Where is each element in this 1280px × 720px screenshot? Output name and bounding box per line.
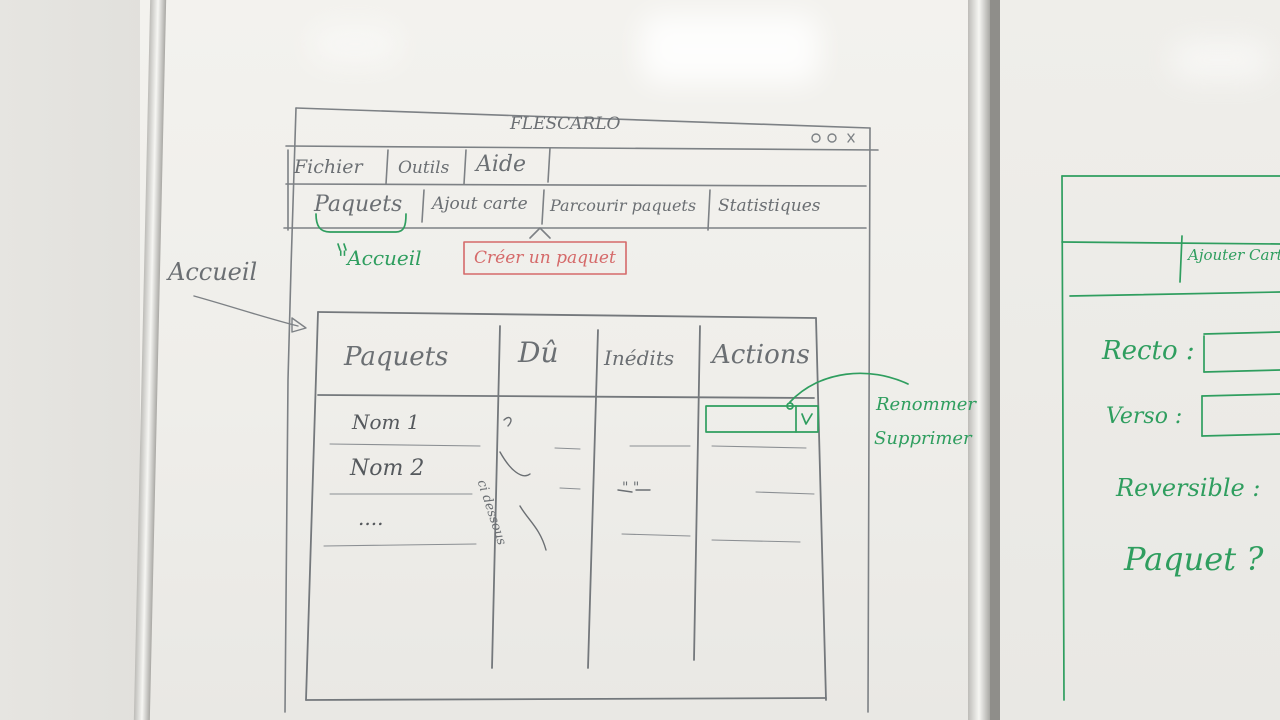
- actions-note-rename: Renommer: [876, 394, 977, 415]
- board-frame-gap: [990, 0, 1000, 720]
- table-row-nom-2[interactable]: Nom 2: [350, 456, 425, 481]
- sketch-window-frame: [283, 107, 879, 713]
- table-header-paquets: Paquets: [344, 342, 449, 372]
- tab-ajouter-carte[interactable]: Ajouter Carte: [1188, 246, 1280, 264]
- field-label-paquet: Paquet ?: [1124, 540, 1264, 578]
- menu-item-fichier[interactable]: Fichier: [294, 156, 363, 178]
- sketch-create-button-frame: [463, 241, 627, 275]
- arrow-label-accueil: Accueil: [168, 258, 258, 286]
- field-label-reversible: Reversible :: [1116, 474, 1261, 502]
- tab-ajout-carte[interactable]: Ajout carte: [432, 194, 528, 214]
- home-note: "Accueil: [338, 246, 422, 270]
- tab-paquets[interactable]: Paquets: [314, 192, 403, 217]
- menu-item-outils[interactable]: Outils: [398, 158, 450, 178]
- light-glare: [1170, 40, 1270, 80]
- ditto-mark: " ": [622, 480, 640, 496]
- sketch-row-lines: [323, 443, 815, 547]
- whiteboard-right: [1000, 0, 1280, 720]
- table-header-actions: Actions: [712, 340, 810, 370]
- light-glare: [640, 14, 820, 84]
- window-controls-icon: [811, 133, 855, 143]
- create-deck-button[interactable]: Créer un paquet: [474, 248, 616, 268]
- whiteboard-main: [140, 0, 980, 720]
- table-row-nom-1[interactable]: Nom 1: [352, 410, 420, 434]
- field-label-verso: Verso :: [1106, 404, 1183, 429]
- tab-statistiques[interactable]: Statistiques: [718, 196, 821, 216]
- table-header-du: Dû: [518, 336, 559, 369]
- sketch-green-marks: [315, 175, 1280, 701]
- window-title: FLESCARLO: [510, 114, 621, 134]
- light-glare: [310, 24, 400, 64]
- table-header-inedits: Inédits: [604, 346, 675, 370]
- actions-note-delete: Supprimer: [874, 428, 972, 449]
- sketch-arrow: [193, 295, 307, 333]
- table-row-ellipsis: ....: [358, 506, 384, 530]
- board-frame-right: [968, 0, 990, 720]
- tab-parcourir-paquets[interactable]: Parcourir paquets: [550, 196, 697, 215]
- menu-item-aide[interactable]: Aide: [476, 152, 527, 177]
- wall-left: [0, 0, 150, 720]
- field-label-recto: Recto :: [1102, 336, 1195, 366]
- sketch-scribbles: [499, 416, 651, 551]
